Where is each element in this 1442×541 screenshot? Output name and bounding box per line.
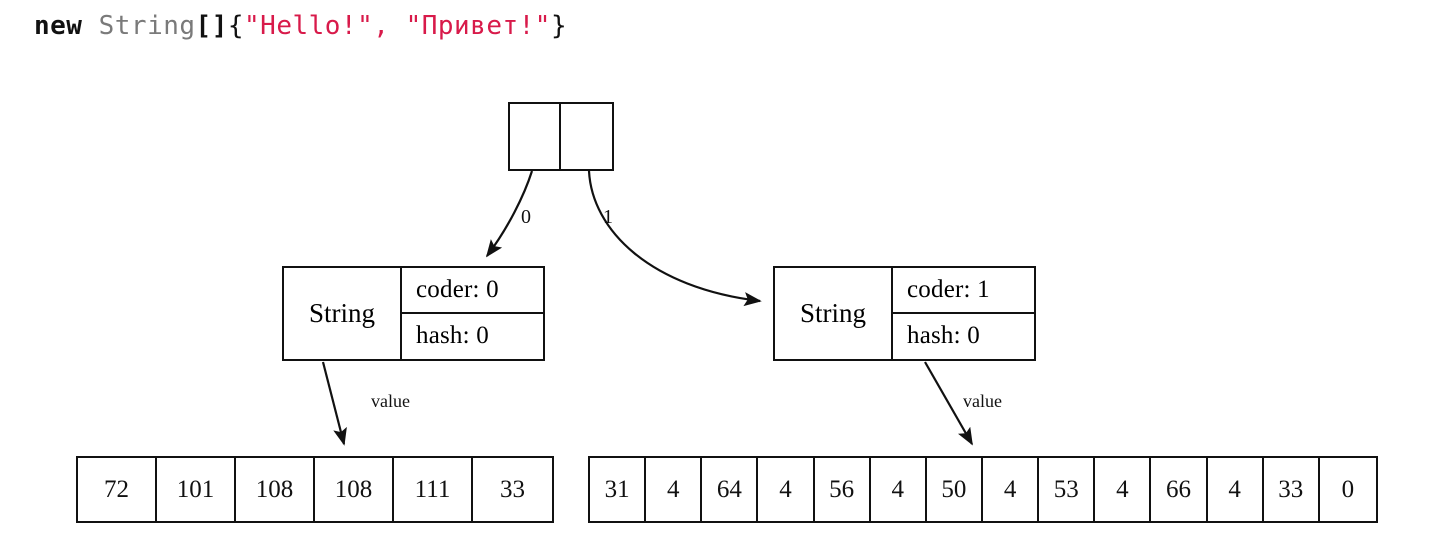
string-object-1: String coder: 1 hash: 0 xyxy=(773,266,1036,361)
code-token-4: { xyxy=(227,11,245,41)
byte-array-0-cell-5: 33 xyxy=(473,458,552,521)
string-object-1-field-hash: hash: 0 xyxy=(907,322,980,350)
code-line: new String[]{"Hello!", "Привет!"} xyxy=(34,9,567,43)
code-token-1 xyxy=(82,11,98,41)
string-object-0: String coder: 0 hash: 0 xyxy=(282,266,545,361)
byte-array-1-cell-10: 66 xyxy=(1151,458,1208,521)
byte-array-1-cell-9: 4 xyxy=(1095,458,1152,521)
byte-array-1-cell-5: 4 xyxy=(870,458,927,521)
code-token-7 xyxy=(389,11,405,41)
byte-array-1-cell-12: 33 xyxy=(1263,458,1320,521)
code-token-5: "Hello!" xyxy=(244,11,374,41)
string-object-0-field-coder: coder: 0 xyxy=(402,268,543,314)
array-ref-cell-1 xyxy=(561,104,612,169)
byte-array-1-cell-8: 53 xyxy=(1039,458,1096,521)
code-token-6: , xyxy=(373,11,390,41)
byte-array-0-cell-2: 108 xyxy=(236,458,315,521)
byte-array-1-cell-3: 4 xyxy=(758,458,815,521)
edge-label-value-1: value xyxy=(963,391,1002,411)
code-token-0: new xyxy=(34,11,83,41)
edge-label-index-0: 0 xyxy=(521,206,531,228)
code-token-8: "Привет!" xyxy=(405,11,551,41)
string-object-1-type: String xyxy=(775,268,893,359)
byte-array-1-cell-7: 4 xyxy=(983,458,1040,521)
code-token-9: } xyxy=(550,11,568,41)
byte-array-1-cell-11: 4 xyxy=(1207,458,1264,521)
byte-array-1-cell-4: 56 xyxy=(814,458,871,521)
edge-label-value-0: value xyxy=(371,391,410,411)
array-ref-box xyxy=(508,102,614,171)
byte-array-1-cell-1: 4 xyxy=(646,458,703,521)
byte-array-1-cell-6: 50 xyxy=(926,458,983,521)
byte-array-0-cell-1: 101 xyxy=(157,458,236,521)
string-object-1-fields: coder: 1 hash: 0 xyxy=(893,268,1034,359)
byte-array-1-cell-0: 31 xyxy=(590,458,647,521)
byte-array-1-cell-2: 64 xyxy=(702,458,759,521)
array-ref-cell-0 xyxy=(510,104,561,169)
edge-value-0 xyxy=(321,361,347,446)
string-object-0-fields: coder: 0 hash: 0 xyxy=(402,268,543,359)
string-object-0-field-hash: hash: 0 xyxy=(416,322,489,350)
code-token-2: String xyxy=(98,11,196,41)
string-object-1-field-coder: coder: 1 xyxy=(893,268,1034,314)
string-object-0-type: String xyxy=(284,268,402,359)
byte-array-0-cell-0: 72 xyxy=(78,458,157,521)
edge-label-index-1: 1 xyxy=(603,206,613,228)
byte-array-0-cell-3: 108 xyxy=(315,458,394,521)
edge-index-1 xyxy=(587,170,762,307)
byte-array-0-cell-4: 111 xyxy=(394,458,473,521)
code-token-3: [] xyxy=(195,11,228,41)
byte-array-1-cell-13: 0 xyxy=(1319,458,1376,521)
